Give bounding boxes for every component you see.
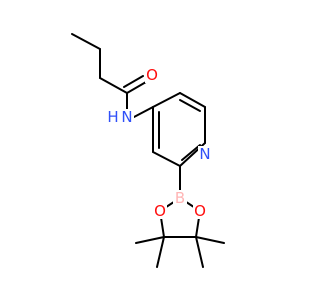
atom-oxygen-ring-right: O bbox=[194, 202, 206, 220]
atom-boron: B bbox=[175, 189, 185, 207]
atom-oxygen-carbonyl: O bbox=[146, 66, 158, 84]
atom-labels: O N H N B O O bbox=[107, 66, 212, 220]
atom-oxygen-ring-left: O bbox=[154, 202, 166, 220]
ring-bond-n-c6-inner bbox=[181, 144, 201, 161]
atom-hydrogen-amide: H bbox=[107, 108, 118, 126]
ring-bond-c3-c2 bbox=[179, 92, 206, 108]
bond-ch2-carbonyl bbox=[99, 77, 128, 94]
chemical-structure-diagram: O N H N B O O bbox=[71, 33, 225, 268]
ring-bond-c4-c3 bbox=[152, 92, 181, 108]
bond-carbonyl-o-1 bbox=[126, 81, 147, 94]
methyl-left-down bbox=[156, 236, 165, 268]
pyridine-ring bbox=[152, 92, 206, 167]
bond-n-pyridine bbox=[133, 106, 154, 118]
ring-bond-c6-c5 bbox=[152, 151, 181, 167]
methyl-groups bbox=[135, 236, 225, 268]
methyl-left-side bbox=[135, 236, 165, 244]
atom-nitrogen-amide: N bbox=[121, 108, 132, 126]
methyl-right-side bbox=[195, 236, 225, 244]
bond-carbonyl-o-2 bbox=[123, 75, 144, 88]
atom-nitrogen-pyridine: N bbox=[199, 145, 210, 163]
butanoyl-chain bbox=[71, 33, 147, 111]
methyl-right-down bbox=[195, 236, 204, 268]
bond-ch3-ch2 bbox=[71, 33, 101, 50]
ring-bond-c3-c2-inner bbox=[179, 99, 201, 112]
